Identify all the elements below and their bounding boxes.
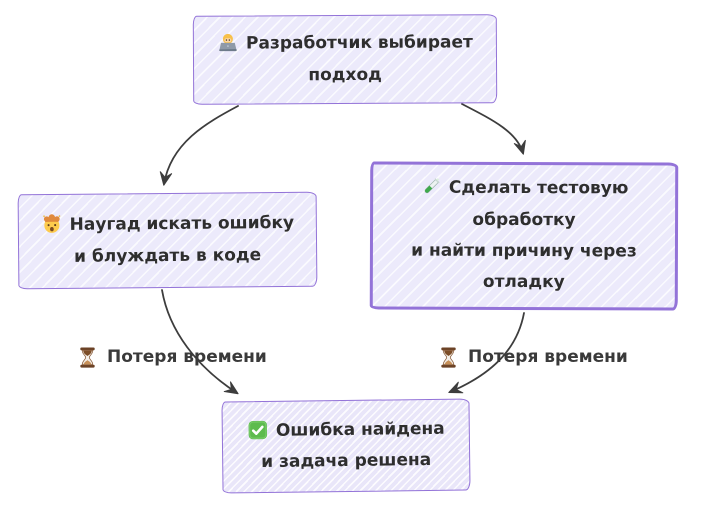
edge-label-time-loss-left: Потеря времени [76,343,267,371]
node-text: Ошибка найдена [275,418,445,441]
node-error-found-solved: Ошибка найдена и задача решена [221,398,471,494]
node-text: отладку [482,272,565,293]
edge-guess-to-solved-arrow [161,289,239,395]
edge-label-text: Потеря времени [107,347,267,367]
edge-developer-to-guess-arrow [159,105,239,186]
edge-label-text: Потеря времени [468,347,628,367]
test-tube-icon [420,176,442,198]
node-random-error-search: Наугад искать ошибку и блуждать в коде [17,191,318,290]
node-text: подход [308,64,382,85]
node-label: Наугад искать ошибку и блуждать в коде [41,208,295,273]
exploding-head-icon [41,213,63,235]
edge-label-time-loss-right: Потеря времени [437,343,628,371]
node-label: Разработчик выбирает подход [217,27,473,91]
node-text: Наугад искать ошибку [69,212,295,235]
node-label: Ошибка найдена и задача решена [247,413,446,478]
edge-test-to-solved-arrow [448,312,525,394]
node-text: и найти причину через [411,240,637,262]
node-text: Разработчик выбирает [245,32,473,54]
technologist-icon [217,32,239,54]
node-label: Сделать тестовую обработку и найти причи… [411,173,637,300]
node-text: и блуждать в коде [74,244,262,267]
check-mark-icon [247,419,269,441]
node-developer-chooses-approach: Разработчик выбирает подход [192,14,498,105]
node-text: обработку [472,209,576,230]
node-text: Сделать тестовую [448,177,629,199]
hourglass-icon [437,345,460,370]
node-test-debug-approach: Сделать тестовую обработку и найти причи… [369,161,679,311]
node-text: и задача решена [261,449,432,473]
edge-developer-to-test-arrow [461,103,526,155]
hourglass-icon [76,345,99,370]
